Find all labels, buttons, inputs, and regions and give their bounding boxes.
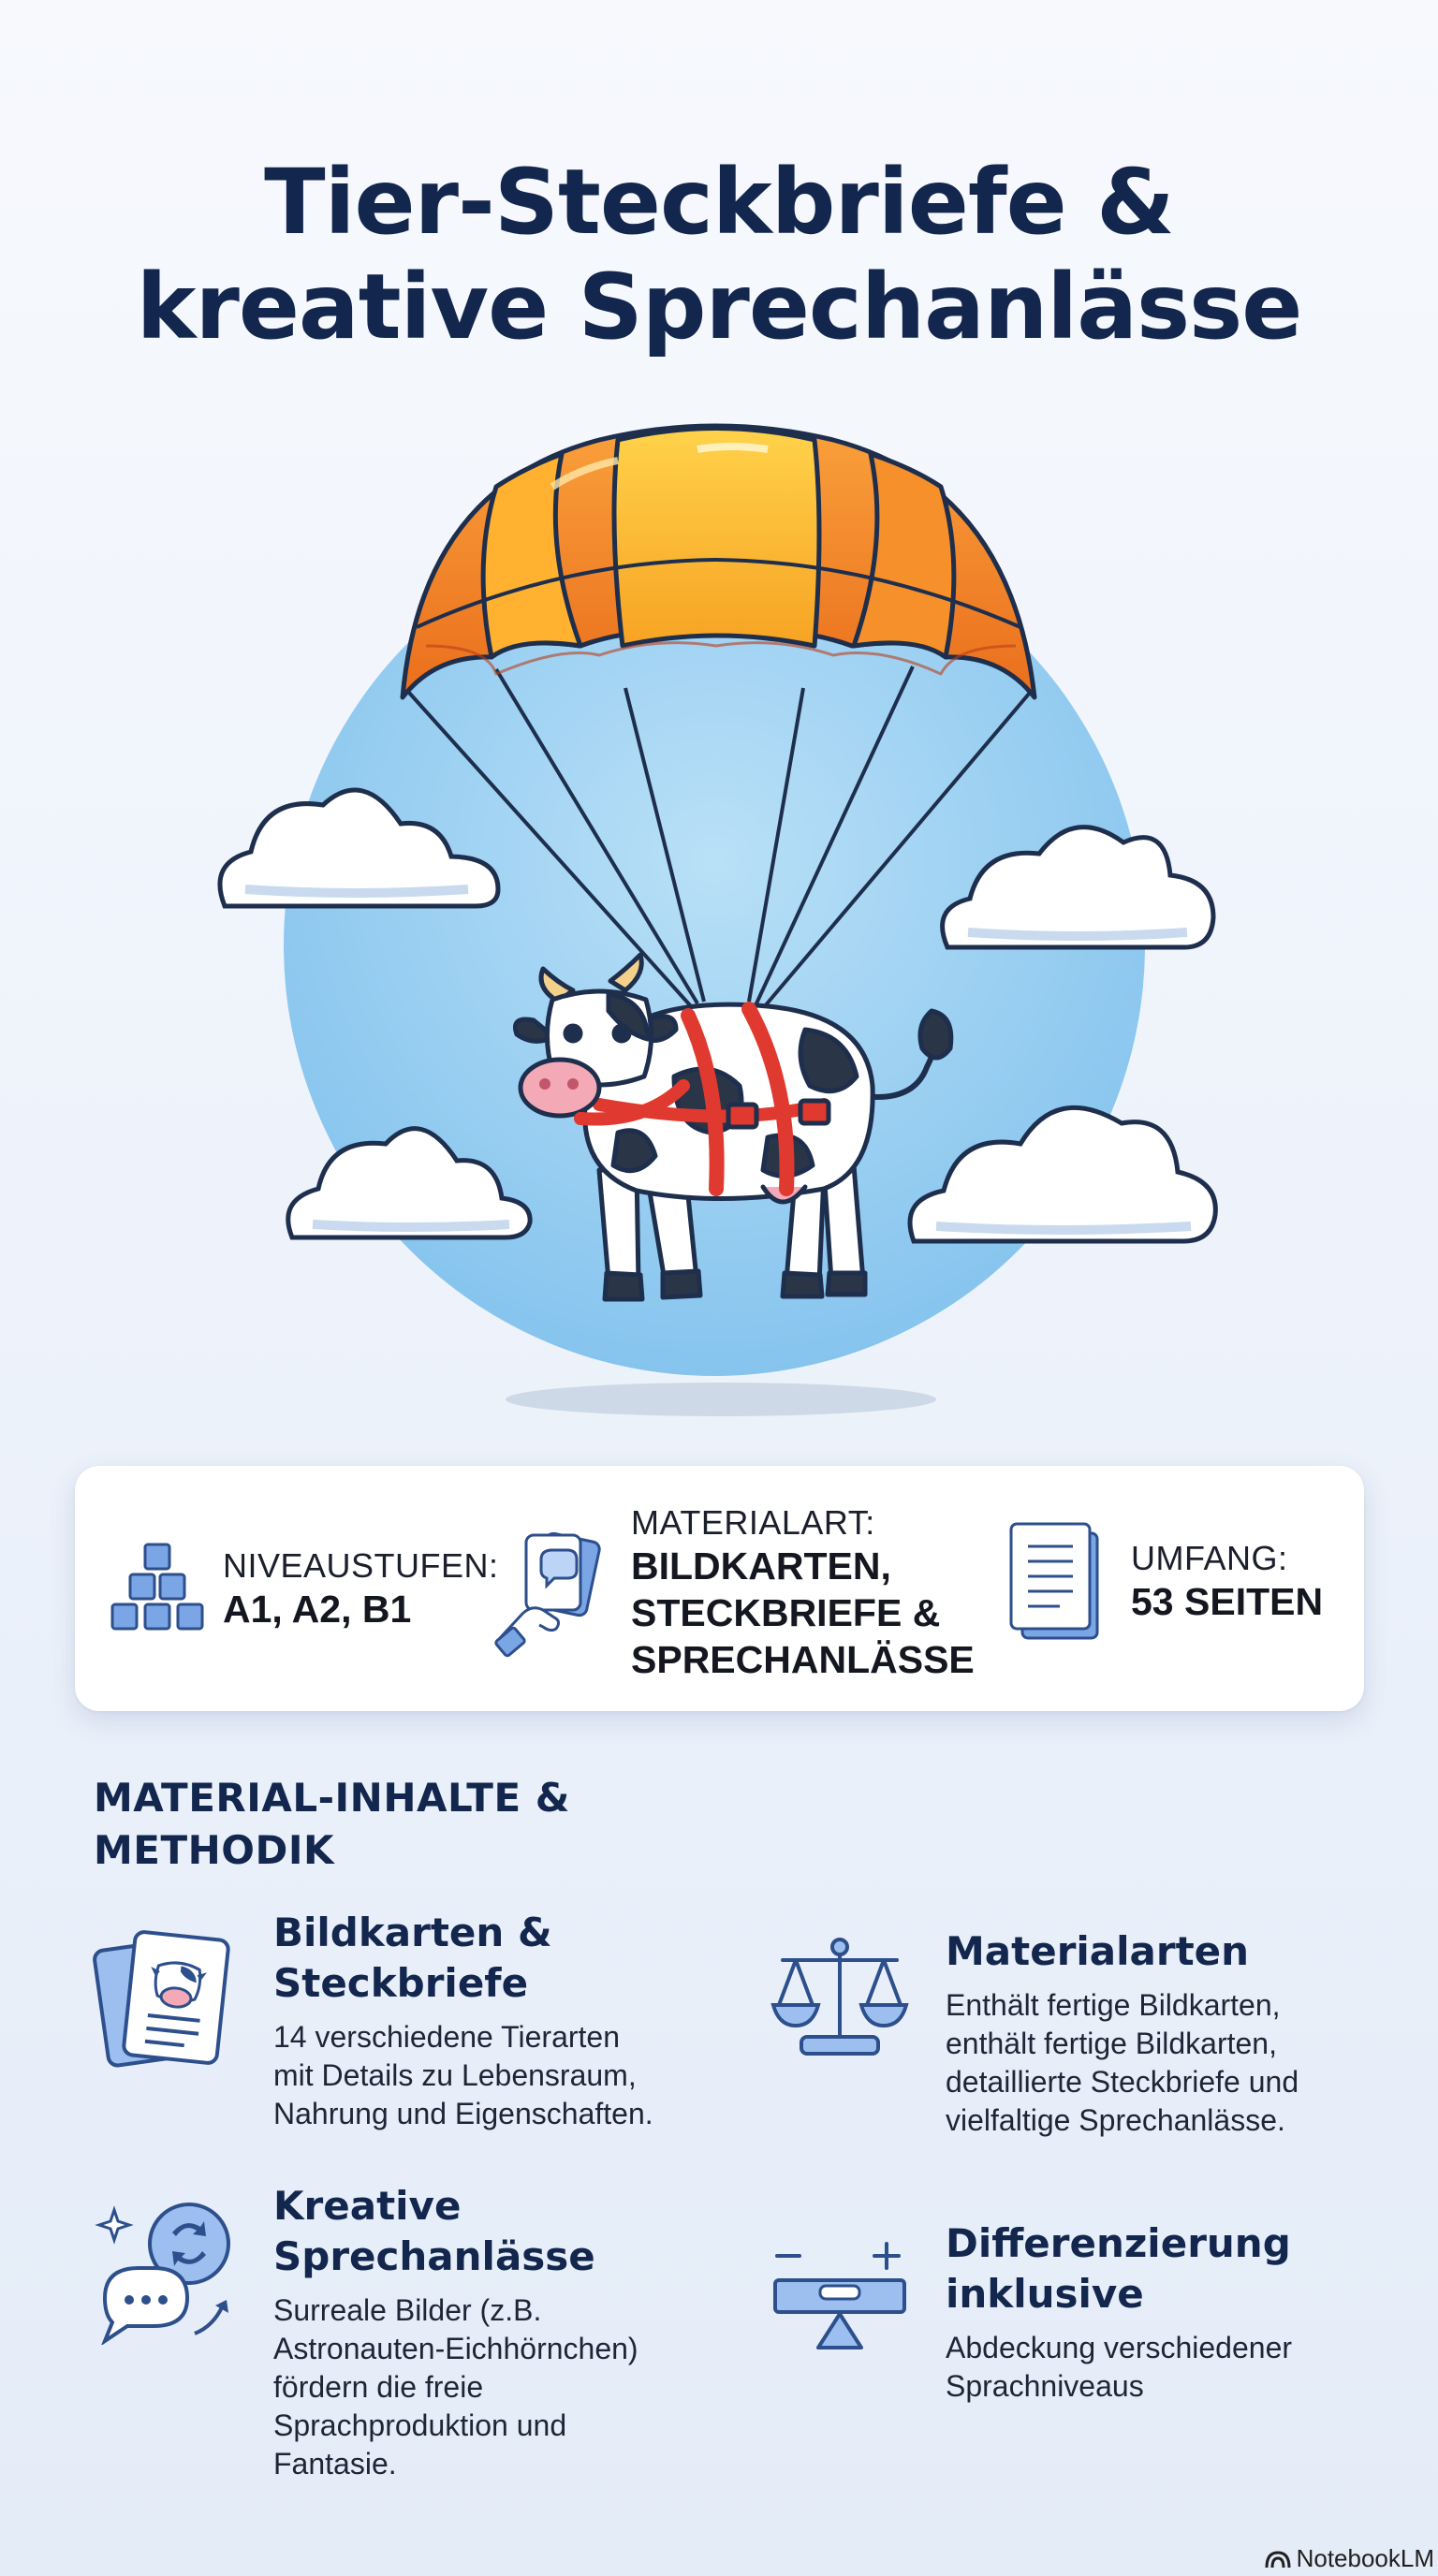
balance-scale-icon (770, 1938, 909, 2056)
title-line-1: Tier-Steckbriefe & (264, 150, 1175, 255)
feature-sprechanlaesse-desc-line: fördern die freie (273, 2370, 484, 2404)
feature-materialarten-desc: Enthält fertige Bildkarten, enthält fert… (946, 1986, 1395, 2140)
feature-materialarten-title: Materialarten (946, 1926, 1395, 1977)
title-line-2: kreative Sprechanlässe (136, 255, 1303, 359)
parachute-lines (407, 666, 1032, 1009)
feature-bildkarten-desc-line: mit Details zu Lebensraum, (273, 2058, 637, 2092)
feature-bildkarten-desc: 14 verschiedene Tierarten mit Details zu… (273, 2018, 723, 2133)
balance-level-icon (773, 2242, 906, 2349)
feature-differenzierung-title-line-1: Differenzierung (946, 2220, 1291, 2266)
feature-differenzierung-desc-line: Abdeckung verschiedener (946, 2331, 1293, 2364)
feature-sprechanlaesse-title-line-1: Kreative (273, 2183, 462, 2229)
feature-sprechanlaesse-desc-line: Astronauten-Eichhörnchen) (273, 2332, 638, 2365)
notebooklm-logo-icon (1265, 2550, 1291, 2568)
feature-materialarten-desc-line: vielfaltige Sprechanlässe. (946, 2103, 1285, 2137)
feature-bildkarten-title: Bildkarten & Steckbriefe (273, 1908, 723, 2009)
feature-sprechanlaesse-desc-line: Fantasie. (273, 2447, 397, 2481)
feature-materialarten-desc-line: detaillierte Steckbriefe und (946, 2065, 1299, 2099)
brand-label: NotebookLM (1296, 2544, 1434, 2572)
cloud-left-top (217, 787, 501, 909)
feature-differenzierung-title: Differenzierung inklusive (946, 2218, 1395, 2320)
feature-bildkarten-title-line-2: Steckbriefe (273, 1960, 529, 2006)
info-niveau: NIVEAUSTUFEN: A1, A2, B1 (107, 1539, 499, 1640)
feature-bildkarten: Bildkarten & Steckbriefe 14 verschiedene… (273, 1908, 723, 2133)
umfang-value: 53 SEITEN (1131, 1580, 1324, 1623)
page-title: Tier-Steckbriefe & kreative Sprechanläss… (0, 150, 1438, 359)
ground-shadow (506, 1383, 936, 1416)
material-value-line-3: SPRECHANLÄSSE (631, 1638, 975, 1681)
feature-sprechanlaesse-desc-line: Surreale Bilder (z.B. (273, 2293, 542, 2327)
feature-differenzierung-desc-line: Sprachniveaus (946, 2369, 1144, 2403)
feature-sprechanlaesse-title: Kreative Sprechanlässe (273, 2181, 723, 2282)
info-material: MATERIALART: BILDKARTEN, STECKBRIEFE & S… (494, 1503, 975, 1683)
section-heading: MATERIAL-INHALTE & METHODIK (94, 1772, 570, 1877)
blocks-pyramid-icon (110, 1543, 204, 1631)
feature-bildkarten-desc-line: 14 verschiedene Tierarten (273, 2020, 620, 2054)
material-value-line-2: STECKBRIEFE & (631, 1591, 941, 1634)
info-umfang: UMFANG: 53 SEITEN (1004, 1518, 1323, 1646)
parachute-cow-illustration (217, 423, 1218, 1416)
niveau-label: NIVEAUSTUFEN: (223, 1546, 499, 1585)
cow-cards-icon (93, 1930, 230, 2068)
feature-differenzierung-desc: Abdeckung verschiedener Sprachniveaus (946, 2329, 1395, 2406)
feature-materialarten-desc-line: Enthält fertige Bildkarten, (946, 1988, 1281, 2022)
cloud-right-top (940, 825, 1216, 950)
info-card: NIVEAUSTUFEN: A1, A2, B1 MATERIALART: BI… (75, 1466, 1364, 1711)
material-value: BILDKARTEN, STECKBRIEFE & SPRECHANLÄSSE (631, 1543, 975, 1683)
feature-materialarten: Materialarten Enthält fertige Bildkarten… (946, 1926, 1395, 2140)
feature-bildkarten-desc-line: Nahrung und Eigenschaften. (273, 2097, 653, 2130)
material-label: MATERIALART: (631, 1503, 875, 1542)
cloud-right-bottom (907, 1105, 1218, 1244)
cloud-left-bottom (286, 1126, 533, 1240)
section-heading-line-2: METHODIK (94, 1827, 335, 1873)
feature-differenzierung: Differenzierung inklusive Abdeckung vers… (946, 2218, 1395, 2406)
feature-materialarten-desc-line: enthält fertige Bildkarten, (946, 2027, 1277, 2060)
sky-circle (284, 515, 1145, 1376)
material-value-line-1: BILDKARTEN, (631, 1544, 891, 1588)
hand-holding-cards-icon (494, 1531, 601, 1658)
feature-materialarten-title-line-1: Materialarten (946, 1928, 1250, 1974)
feature-sprechanlaesse-desc: Surreale Bilder (z.B. Astronauten-Eichhö… (273, 2291, 723, 2483)
speech-bubbles-icon (95, 2203, 230, 2345)
feature-sprechanlaesse-title-line-2: Sprechanlässe (273, 2233, 595, 2279)
section-heading-line-1: MATERIAL-INHALTE & (94, 1775, 570, 1821)
notebooklm-brand: NotebookLM (1265, 2544, 1434, 2573)
cow (513, 952, 954, 1302)
feature-sprechanlaesse: Kreative Sprechanlässe Surreale Bilder (… (273, 2181, 723, 2483)
book-icon (1009, 1522, 1099, 1640)
umfang-label: UMFANG: (1131, 1539, 1288, 1577)
niveau-value: A1, A2, B1 (223, 1588, 412, 1631)
parachute-canopy (400, 423, 1037, 700)
feature-differenzierung-title-line-2: inklusive (946, 2271, 1144, 2317)
feature-bildkarten-title-line-1: Bildkarten & (273, 1910, 552, 1955)
feature-sprechanlaesse-desc-line: Sprachproduktion und (273, 2408, 567, 2442)
